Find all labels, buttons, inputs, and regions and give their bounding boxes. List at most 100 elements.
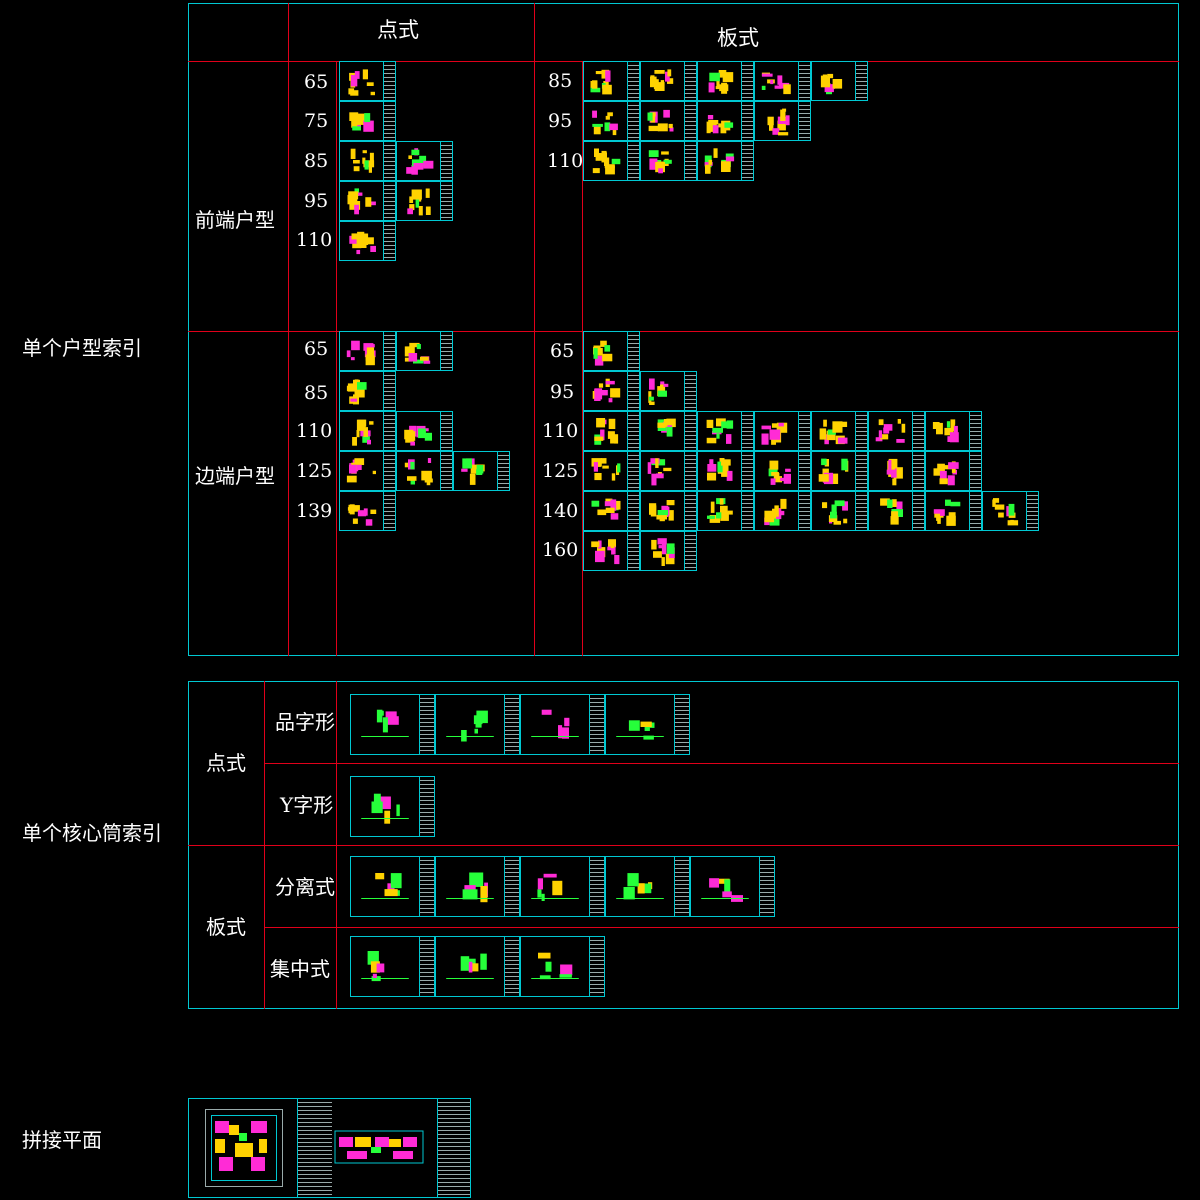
unit-drawing-sheet[interactable] xyxy=(583,371,640,411)
unit-drawing-sheet[interactable] xyxy=(754,101,811,141)
floor-plan-drawing xyxy=(594,418,619,445)
size-label: 65 xyxy=(304,338,329,360)
unit-drawing-sheet[interactable] xyxy=(583,451,640,491)
floor-plan-drawing xyxy=(446,953,494,979)
unit-drawing-sheet[interactable] xyxy=(583,331,640,371)
size-label: 95 xyxy=(304,190,329,212)
core-drawing-sheet[interactable] xyxy=(435,936,520,997)
unit-drawing-sheet[interactable] xyxy=(754,451,811,491)
size-label: 125 xyxy=(296,460,333,482)
row-header-front: 前端户型 xyxy=(195,208,275,232)
floor-plan-drawing xyxy=(818,458,849,485)
floor-plan-drawing xyxy=(404,342,431,364)
core-drawing-sheet[interactable] xyxy=(520,694,605,755)
unit-drawing-sheet[interactable] xyxy=(925,411,982,451)
floor-plan-drawing xyxy=(592,110,618,136)
floor-plan-drawing xyxy=(822,500,848,525)
unit-drawing-sheet[interactable] xyxy=(811,451,868,491)
floor-plan-drawing xyxy=(932,419,959,443)
unit-drawing-sheet[interactable] xyxy=(339,101,396,141)
unit-drawing-sheet[interactable] xyxy=(925,491,982,531)
unit-drawing-sheet[interactable] xyxy=(640,411,697,451)
unit-drawing-sheet[interactable] xyxy=(868,411,925,451)
unit-drawing-sheet[interactable] xyxy=(583,141,640,181)
unit-drawing-sheet[interactable] xyxy=(583,531,640,571)
unit-drawing-sheet[interactable] xyxy=(339,331,396,371)
floor-plan-drawing xyxy=(933,499,961,526)
unit-drawing-sheet[interactable] xyxy=(697,61,754,101)
floor-plan-drawing xyxy=(593,340,613,366)
core-drawing-sheet[interactable] xyxy=(605,694,690,755)
unit-drawing-sheet[interactable] xyxy=(868,451,925,491)
unit-drawing-sheet[interactable] xyxy=(640,61,697,101)
floor-plan-drawing xyxy=(651,538,675,566)
unit-drawing-sheet[interactable] xyxy=(583,491,640,531)
floor-plan-drawing xyxy=(616,720,664,740)
floor-plan-drawing xyxy=(531,952,579,980)
unit-drawing-sheet[interactable] xyxy=(453,451,510,491)
floor-plan-drawing xyxy=(404,458,433,486)
core-drawing-sheet[interactable] xyxy=(350,936,435,997)
core-drawing-sheet[interactable] xyxy=(350,856,435,917)
core-drawing-sheet[interactable] xyxy=(350,776,435,837)
unit-drawing-sheet[interactable] xyxy=(640,451,697,491)
unit-drawing-sheet[interactable] xyxy=(640,101,697,141)
unit-drawing-sheet[interactable] xyxy=(396,181,453,221)
size-label: 139 xyxy=(296,500,333,522)
unit-drawing-sheet[interactable] xyxy=(697,411,754,451)
core-drawing-sheet[interactable] xyxy=(605,856,690,917)
unit-drawing-sheet[interactable] xyxy=(811,61,868,101)
unit-drawing-sheet[interactable] xyxy=(339,411,396,451)
core-drawing-sheet[interactable] xyxy=(520,856,605,917)
floor-plan-drawing xyxy=(361,793,409,824)
floor-plan-drawing xyxy=(346,379,367,405)
unit-drawing-sheet[interactable] xyxy=(697,141,754,181)
core-drawing-sheet[interactable] xyxy=(690,856,775,917)
unit-drawing-sheet[interactable] xyxy=(583,411,640,451)
size-label: 75 xyxy=(304,110,329,132)
core-drawing-sheet[interactable] xyxy=(435,856,520,917)
unit-drawing-sheet[interactable] xyxy=(339,141,396,181)
core-drawing-sheet[interactable] xyxy=(435,694,520,755)
unit-drawing-sheet[interactable] xyxy=(868,491,925,531)
unit-drawing-sheet[interactable] xyxy=(339,221,396,261)
col-header-slab: 板式 xyxy=(717,26,759,50)
unit-drawing-sheet[interactable] xyxy=(396,451,453,491)
floor-plan-drawing xyxy=(349,112,374,132)
unit-drawing-sheet[interactable] xyxy=(754,491,811,531)
unit-drawing-sheet[interactable] xyxy=(583,101,640,141)
unit-drawing-sheet[interactable] xyxy=(339,371,396,411)
unit-drawing-sheet[interactable] xyxy=(754,61,811,101)
core-index-label: 单个核心筒索引 xyxy=(22,821,162,845)
unit-drawing-sheet[interactable] xyxy=(811,491,868,531)
unit-drawing-sheet[interactable] xyxy=(339,491,396,531)
unit-drawing-sheet[interactable] xyxy=(339,181,396,221)
unit-drawing-sheet[interactable] xyxy=(925,451,982,491)
unit-index-label: 单个户型索引 xyxy=(22,336,142,360)
core-drawing-sheet[interactable] xyxy=(350,694,435,755)
unit-drawing-sheet[interactable] xyxy=(982,491,1039,531)
unit-drawing-sheet[interactable] xyxy=(640,141,697,181)
floor-plan-drawing xyxy=(531,709,579,739)
unit-drawing-sheet[interactable] xyxy=(396,411,453,451)
floor-plan-drawing xyxy=(406,148,434,175)
unit-drawing-sheet[interactable] xyxy=(697,101,754,141)
unit-drawing-sheet[interactable] xyxy=(396,141,453,181)
unit-drawing-sheet[interactable] xyxy=(754,411,811,451)
combined-plan-sheet[interactable] xyxy=(188,1098,471,1198)
unit-drawing-sheet[interactable] xyxy=(640,531,697,571)
unit-drawing-sheet[interactable] xyxy=(640,491,697,531)
core-drawing-sheet[interactable] xyxy=(520,936,605,997)
unit-drawing-sheet[interactable] xyxy=(640,371,697,411)
unit-drawing-sheet[interactable] xyxy=(339,61,396,101)
unit-drawing-sheet[interactable] xyxy=(339,451,396,491)
unit-drawing-sheet[interactable] xyxy=(396,331,453,371)
unit-drawing-sheet[interactable] xyxy=(697,491,754,531)
unit-drawing-sheet[interactable] xyxy=(697,451,754,491)
floor-plan-drawing xyxy=(933,461,959,486)
size-label: 85 xyxy=(548,70,573,92)
floor-plan-drawing xyxy=(352,419,374,446)
unit-drawing-sheet[interactable] xyxy=(583,61,640,101)
unit-drawing-sheet[interactable] xyxy=(811,411,868,451)
size-label: 110 xyxy=(296,229,333,251)
